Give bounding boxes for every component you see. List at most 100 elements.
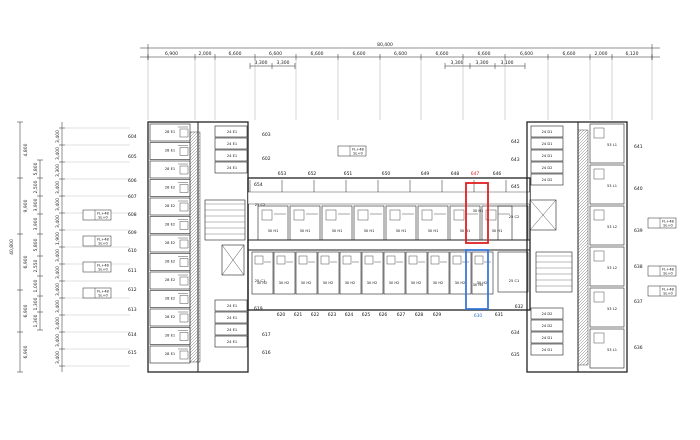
unit-number-inner: 617 [262,332,271,338]
dim-sub-segment: 3,300 [476,60,489,66]
bath-fixture [179,313,189,323]
elevator-x [529,199,557,231]
level-tag-text: FL+48 [352,148,364,152]
room-code: 28 E1 [165,167,175,171]
bath-fixture [452,255,462,265]
dim-top-segment: 6,600 [353,51,366,57]
unit-number-right-inner: 635 [511,352,520,358]
left-inner-room [214,299,248,312]
room-code: 25 C1 [255,279,266,283]
bath-fixture [179,128,189,138]
room-code: 24 D2 [542,166,553,170]
dim-top-segment: 6,900 [165,51,178,57]
room-code: 28 E2 [165,241,175,245]
room-code: 53 L1 [607,184,617,188]
level-tag-text: SL+0 [98,216,108,220]
bath-fixture [325,209,337,221]
room-code: 28 E2 [165,204,175,208]
left-unit-room [149,216,191,234]
dim-left-mid: 5,800 [33,162,39,175]
dim-left-inner: 3,400 [55,147,61,160]
left-elevator [221,244,245,276]
dim-left-inner: 3,400 [55,130,61,143]
level-tag-text: FL+48 [97,212,109,216]
north-unit-room [353,205,385,241]
level-tag-text: FL+48 [97,238,109,242]
level-tag-text: SL+0 [663,224,673,228]
left-inner-room [214,161,248,174]
room-code: 24 D1 [542,154,553,158]
bath-fixture [593,209,605,221]
dim-left-outer: 9,900 [23,199,29,212]
dim-left-inner: 3,400 [55,300,61,313]
unit-number-right-inner: 634 [511,330,520,336]
room-code: 28 E1 [165,149,175,153]
room-code: 24 E1 [227,166,237,170]
level-tag-text: SL+0 [663,292,673,296]
bath-fixture [364,255,374,265]
left-stair-core [204,199,246,241]
right-wing-outline [526,121,628,373]
room-code: 30 H2 [323,281,334,285]
dim-top-segment: 2,000 [595,51,608,57]
bath-fixture [593,168,605,180]
dim-top-segment: 6,120 [626,51,639,57]
unit-number-bottom: 623 [328,312,337,318]
room-code: 25 C2 [509,215,520,219]
dim-left-inner: 3,400 [55,249,61,262]
right-unit-room [589,328,625,369]
level-tag-text: FL+48 [662,288,674,292]
right-inner-room [530,331,564,344]
unit-number-bottom: 632 [515,304,524,310]
left-unit-room [149,308,191,327]
dim-left-inner: 3,400 [55,215,61,228]
north-unit-room [289,205,321,241]
bath-fixture [357,209,369,221]
north-unit-room [481,205,513,241]
level-tag-text: FL+48 [662,220,674,224]
highlight-box-red [465,182,489,244]
room-code: 53 L2 [607,307,617,311]
left-inner-room [214,149,248,162]
unit-number-highlight-top: 647 [471,171,480,177]
dim-overall-depth: 40,800 [9,239,15,255]
highlight-boxes [465,182,489,310]
bath-fixture [276,255,286,265]
bath-fixture [421,209,433,221]
room-code: 24 D1 [542,348,553,352]
dim-top-segment: 6,600 [436,51,449,57]
room-code: 24 E1 [227,340,237,344]
unit-number-corridor: 619 [254,306,263,312]
bath-fixture [320,255,330,265]
corner-unit-room [497,205,529,241]
bath-fixture [593,332,605,344]
level-tag-box [82,261,112,273]
dim-overall-width: 80,400 [377,42,393,48]
room-code: 28 E2 [165,278,175,282]
unit-number-right: 640 [634,186,643,192]
bath-fixture [453,209,465,221]
south-unit-room [273,251,296,295]
room-code: 30 H1 [268,229,279,233]
corridor-north [247,191,531,205]
left-unit-room [149,271,191,290]
room-code: 28 E2 [165,223,175,227]
bath-fixture [342,255,352,265]
right-elevator [529,199,557,231]
room-code: 30 H2 [367,281,378,285]
dim-top-segment: 6,600 [478,51,491,57]
dim-left-mid: 1,000 [33,279,39,292]
room-code: 53 L2 [607,266,617,270]
dim-left-mid: 2,500 [33,180,39,193]
bath-fixture [179,165,189,175]
level-tag-text: SL+0 [663,272,673,276]
level-tag-text: SL+0 [98,268,108,272]
left-unit-room [149,253,191,271]
bath-fixture [408,255,418,265]
bath-fixture [179,221,189,230]
unit-number-left: 613 [128,307,137,313]
unit-number-bottom: 629 [433,312,442,318]
level-tag-box [82,287,112,299]
room-code: 30 H2 [411,281,422,285]
